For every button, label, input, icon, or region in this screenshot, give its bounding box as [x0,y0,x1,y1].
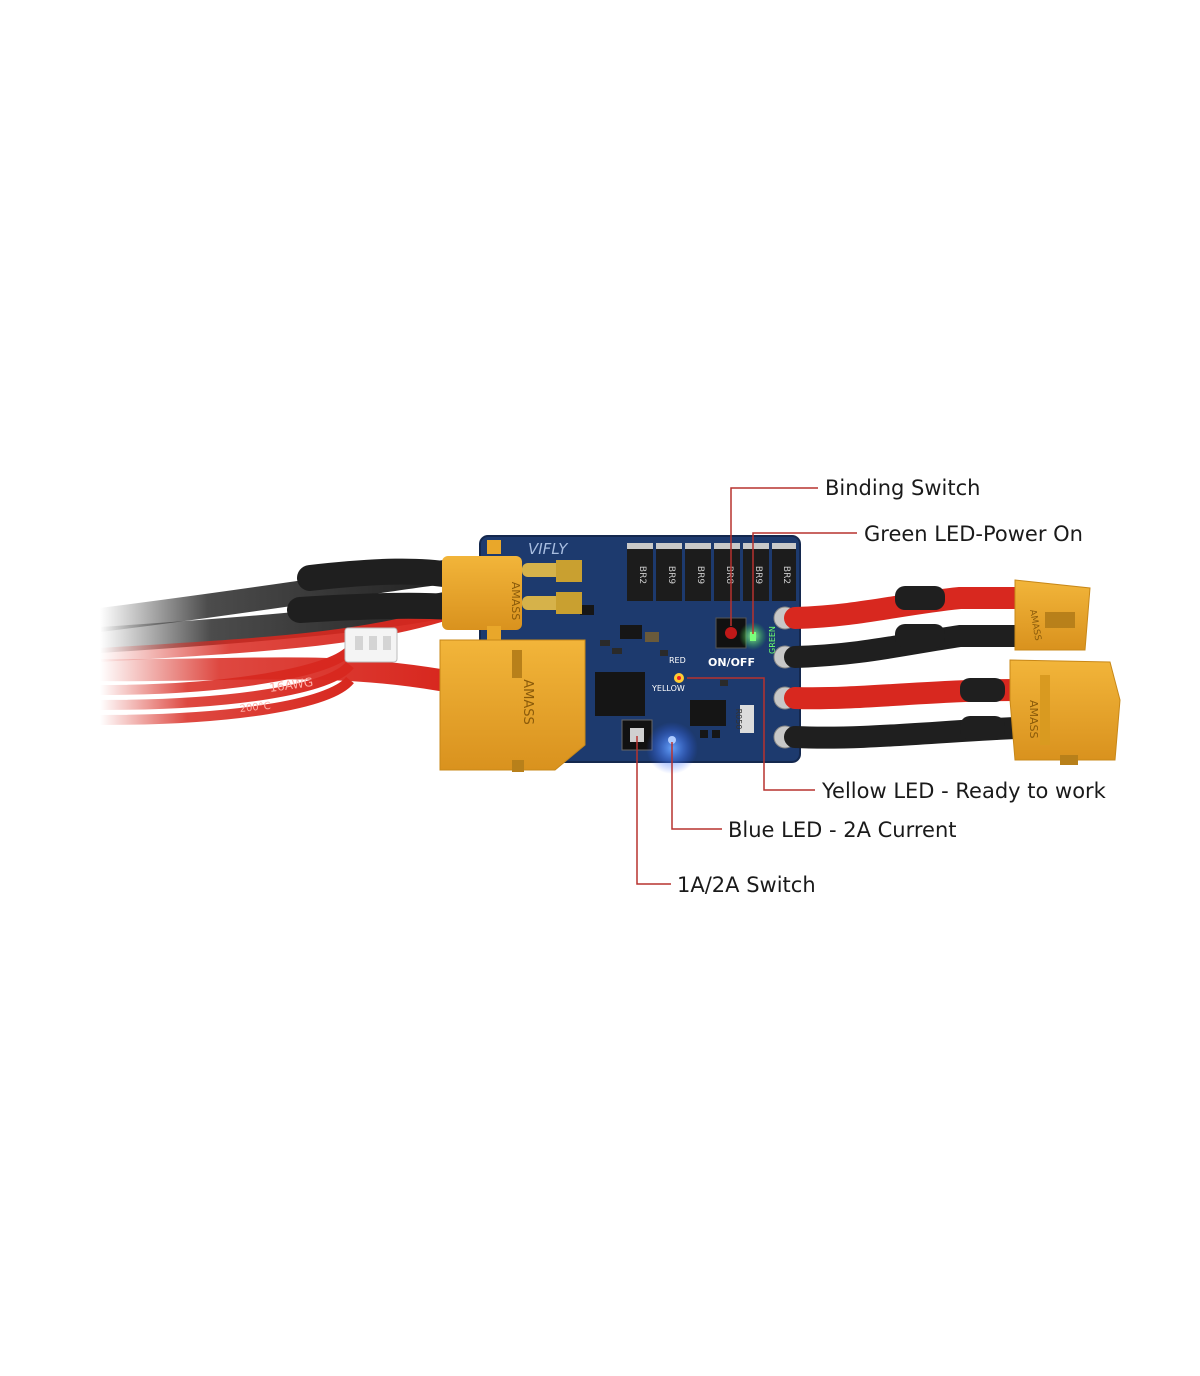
brand-label: VIFLY [528,540,569,558]
comp-label-4: BR8 [724,566,734,584]
main-chip [595,672,645,716]
xt90-input-connector: AMASS [439,639,586,772]
current-switch-callout: 1A/2A Switch [677,873,816,897]
mosfet-row: BR2 BR9 BR9 BR8 BR9 BR2 [627,543,796,601]
blue-led-line [671,742,722,830]
comp-label-1: BR2 [637,566,647,584]
current-switch-line [636,736,671,885]
balance-plug [344,627,398,663]
comp-label-5: BR9 [753,566,763,584]
comp-label-2: BR9 [666,566,676,584]
callout-lines [636,487,857,885]
xt90-brand: AMASS [520,679,535,725]
xt30-input-connector: AMASS [287,540,582,640]
onoff-label: ON/OFF [708,656,755,669]
yellow-led-callout: Yellow LED - Ready to work [822,779,1106,803]
left-input-wires: 16AWG 200°C [87,558,483,725]
output-wires [784,586,1026,749]
comp-label-6: BR2 [781,566,791,584]
xt30-output-connector: AMASS [1014,579,1091,651]
yellow-label: YELLOW [651,684,685,693]
green-led-callout: Green LED-Power On [864,522,1083,546]
green-label: GREEN [768,626,777,654]
red-label: RED [669,656,686,665]
green-led-line [752,532,857,634]
blue-led [668,736,676,744]
wire-temp-label: 200°C [239,701,271,715]
comp-label-3: BR9 [695,566,705,584]
green-led [750,632,756,641]
wire-gauge-label: 16AWG [268,675,314,695]
blue-led-callout: Blue LED - 2A Current [728,818,957,842]
xt60-brand: AMASS [1027,700,1040,739]
binding-switch-callout: Binding Switch [825,476,981,500]
xt30-brand: AMASS [509,582,522,621]
yellow-led-line [687,677,815,791]
secondary-chip [690,700,726,726]
binding-switch-line [730,487,818,626]
xt60-output-connector: AMASS [1009,659,1121,765]
resistor-label: R050 [734,709,743,730]
